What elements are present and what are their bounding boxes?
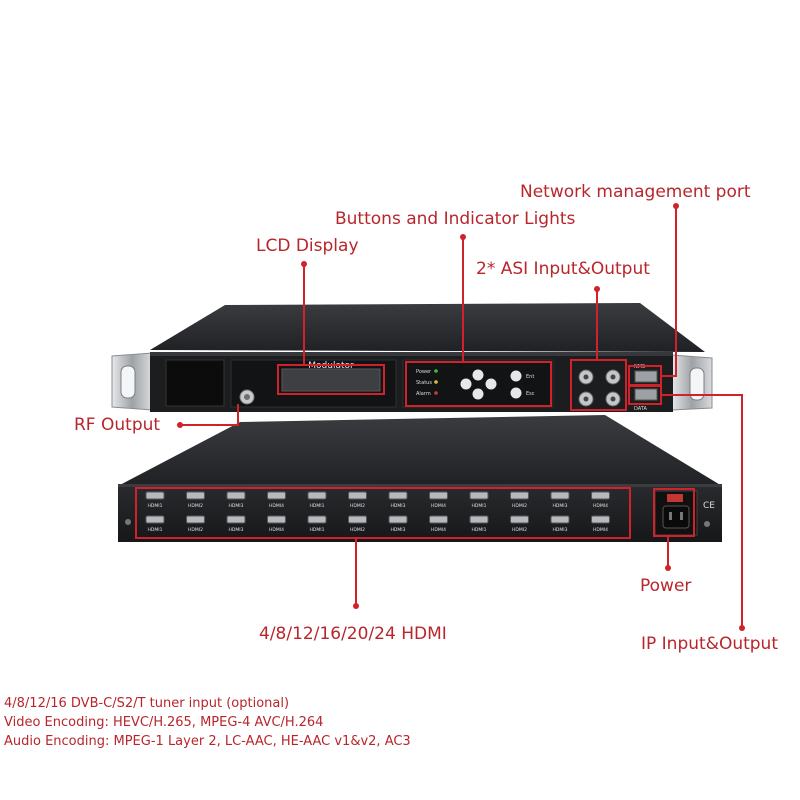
hdmi-port-label: HDMI2 (512, 503, 527, 509)
hdmi-port[interactable] (591, 491, 610, 500)
power-inlet (654, 490, 698, 536)
hdmi-port-label: HDMI2 (350, 503, 365, 509)
hdmi-port[interactable] (591, 515, 610, 524)
hdmi-port-label: HDMI4 (431, 503, 446, 509)
alarm-led (434, 391, 438, 395)
hdmi-port-label: HDMI3 (553, 527, 568, 533)
up-button[interactable] (472, 369, 484, 381)
hdmi-port[interactable] (510, 515, 529, 524)
front-unit: Modulator Power Status Alarm Ent Esc (111, 303, 713, 412)
hdmi-port-label: HDMI1 (310, 527, 325, 533)
status-led (434, 380, 438, 384)
enter-button[interactable] (510, 370, 522, 382)
hdmi-port[interactable] (145, 491, 165, 500)
nms-port[interactable] (634, 370, 658, 383)
data-port[interactable] (634, 388, 658, 401)
hdmi-port[interactable] (226, 515, 246, 524)
enter-button-label: Ent (526, 374, 534, 380)
hdmi-port-label: HDMI3 (553, 503, 568, 509)
hdmi-port[interactable] (186, 515, 205, 524)
hdmi-port[interactable] (307, 515, 327, 524)
hdmi-port-label: HDMI4 (431, 527, 446, 533)
hdmi-port[interactable] (388, 491, 408, 500)
hdmi-port-label: HDMI4 (269, 527, 284, 533)
buttons-highlight-box (405, 361, 552, 407)
ip-input-output-label: IP Input&Output (641, 634, 778, 654)
hdmi-port-label: HDMI3 (229, 527, 244, 533)
hdmi-port[interactable] (429, 491, 448, 500)
hdmi-port[interactable] (267, 491, 286, 500)
callout-highlights (135, 206, 743, 628)
power-switch[interactable] (667, 494, 683, 502)
hdmi-port[interactable] (348, 515, 367, 524)
hdmi-label: 4/8/12/16/20/24 HDMI (259, 624, 447, 644)
hdmi-port-label: HDMI3 (391, 503, 406, 509)
buttons-indicator-lights-label: Buttons and Indicator Lights (335, 209, 576, 229)
right-button[interactable] (485, 378, 497, 390)
spec-video-encoding: Video Encoding: HEVC/H.265, MPEG-4 AVC/H… (4, 715, 324, 730)
hdmi-port[interactable] (307, 491, 327, 500)
hdmi-port-label: HDMI2 (188, 503, 203, 509)
down-button[interactable] (472, 388, 484, 400)
power-label: Power (640, 576, 692, 596)
hdmi-port-label: HDMI1 (472, 527, 487, 533)
power-led (434, 369, 438, 373)
hdmi-port[interactable] (550, 491, 570, 500)
hdmi-port-label: HDMI3 (229, 503, 244, 509)
asi-highlight-box (570, 359, 627, 411)
indicator-alarm-label: Alarm (416, 391, 431, 397)
hdmi-port[interactable] (469, 515, 489, 524)
left-button[interactable] (460, 378, 472, 390)
hdmi-port-label: HDMI1 (310, 503, 325, 509)
hdmi-port[interactable] (267, 515, 286, 524)
hdmi-port[interactable] (550, 515, 570, 524)
hdmi-port-label: HDMI4 (269, 503, 284, 509)
hdmi-port[interactable] (388, 515, 408, 524)
hdmi-port[interactable] (510, 491, 529, 500)
asi-label: 2* ASI Input&Output (476, 259, 650, 279)
hdmi-port-label: HDMI1 (148, 503, 163, 509)
lcd-display (281, 368, 381, 392)
hdmi-port[interactable] (186, 491, 205, 500)
hdmi-port[interactable] (145, 515, 165, 524)
network-leader-line (661, 206, 677, 377)
spec-tuner-input: 4/8/12/16 DVB-C/S2/T tuner input (option… (4, 696, 290, 711)
data-port-label: DATA (634, 406, 647, 412)
hdmi-port-label: HDMI4 (593, 503, 608, 509)
indicator-status-label: Status (416, 380, 432, 386)
leader-arrowheads (177, 203, 745, 631)
lcd-display-label: LCD Display (256, 236, 359, 256)
power-highlight-box (653, 488, 695, 537)
power-socket[interactable] (662, 505, 690, 529)
hdmi-port[interactable] (429, 515, 448, 524)
lcd-highlight-box (277, 364, 385, 395)
hdmi-port[interactable] (348, 491, 367, 500)
hdmi-port-label: HDMI4 (593, 527, 608, 533)
hdmi-highlight-box (135, 487, 631, 539)
spec-audio-encoding: Audio Encoding: MPEG-1 Layer 2, LC-AAC, … (4, 734, 411, 749)
spec-list: 4/8/12/16 DVB-C/S2/T tuner input (option… (4, 694, 411, 751)
asi-connectors (578, 369, 621, 407)
escape-button-label: Esc (526, 391, 535, 397)
hdmi-port[interactable] (469, 491, 489, 500)
hdmi-port-label: HDMI2 (188, 527, 203, 533)
hdmi-port-label: HDMI2 (350, 527, 365, 533)
hdmi-port[interactable] (226, 491, 246, 500)
rf-leader-line (180, 404, 239, 426)
ce-mark: CE (703, 501, 715, 511)
hdmi-port-label: HDMI3 (391, 527, 406, 533)
hdmi-port-label: HDMI1 (148, 527, 163, 533)
network-management-port-label: Network management port (520, 182, 751, 202)
escape-button[interactable] (510, 387, 522, 399)
hdmi-port-label: HDMI1 (472, 503, 487, 509)
hdmi-port-label: HDMI2 (512, 527, 527, 533)
indicator-power-label: Power (416, 369, 432, 375)
rf-output-label: RF Output (74, 415, 161, 435)
ip-leader-line (661, 394, 743, 628)
